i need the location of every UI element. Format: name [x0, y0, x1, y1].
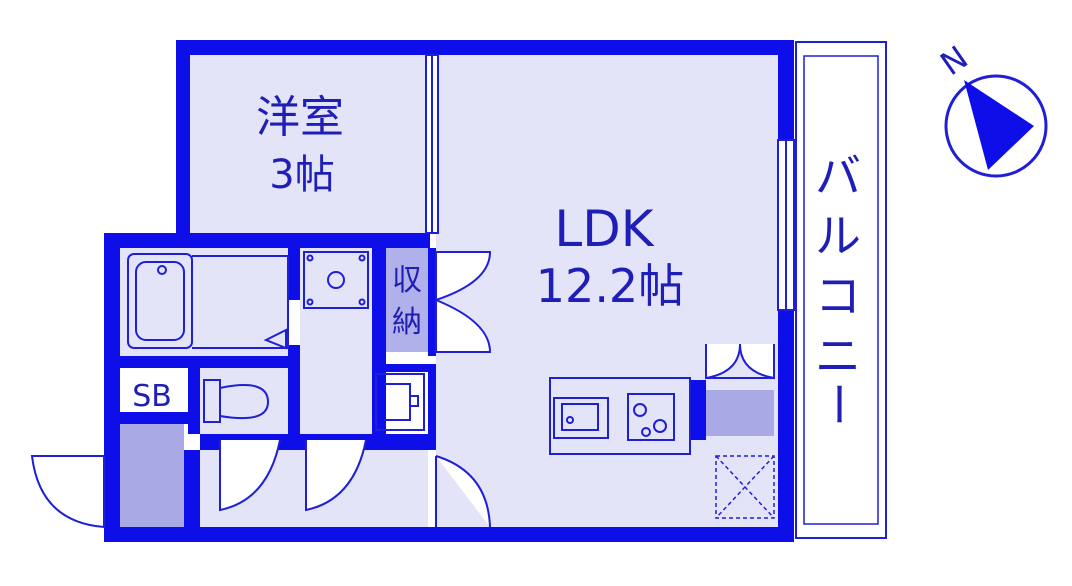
bathtub	[127, 253, 289, 350]
sb-floor	[120, 424, 184, 527]
washing-machine	[375, 373, 425, 431]
floor-areas	[120, 41, 887, 539]
windows	[425, 54, 795, 311]
balcony-inner-line	[803, 55, 879, 525]
balcony-label: バ ル コ ニ ー	[811, 149, 865, 427]
storage-door-upper	[435, 251, 492, 302]
balcony-floor	[795, 41, 887, 539]
balcony-char: ー	[811, 381, 865, 427]
bathroom-floor	[120, 248, 288, 356]
sb-door	[30, 455, 105, 529]
storage-space-marker	[715, 455, 775, 519]
toilet-floor	[200, 368, 288, 434]
kitchen-counter	[549, 377, 691, 455]
storage-label-1: 収	[392, 263, 422, 298]
western-room-size: 3帖	[269, 152, 334, 198]
western-room-floor	[190, 55, 430, 233]
balcony-char: ル	[815, 209, 861, 263]
washroom-door	[305, 439, 367, 512]
compass-letter: N	[933, 38, 974, 83]
north-arrow-icon: N	[933, 38, 1048, 178]
ldk-floor	[436, 55, 778, 527]
toilet	[203, 379, 270, 423]
fridge-space	[706, 390, 774, 436]
balcony-char: ニ	[815, 329, 861, 383]
storage-floor	[386, 248, 428, 352]
balcony-char: コ	[815, 269, 861, 323]
toilet-door	[219, 439, 281, 512]
ldk-size: 12.2帖	[536, 259, 684, 313]
storage-door-lower	[435, 298, 492, 353]
western-room-name: 洋室	[256, 92, 344, 143]
storage-label-2: 納	[392, 305, 422, 340]
washroom-floor	[300, 248, 372, 434]
sb-label: SB	[132, 379, 172, 414]
doors	[30, 251, 775, 529]
ldk-name: LDK	[554, 200, 654, 258]
washbasin	[303, 251, 369, 309]
balcony-char: バ	[815, 149, 861, 203]
entrance-door	[435, 455, 491, 528]
